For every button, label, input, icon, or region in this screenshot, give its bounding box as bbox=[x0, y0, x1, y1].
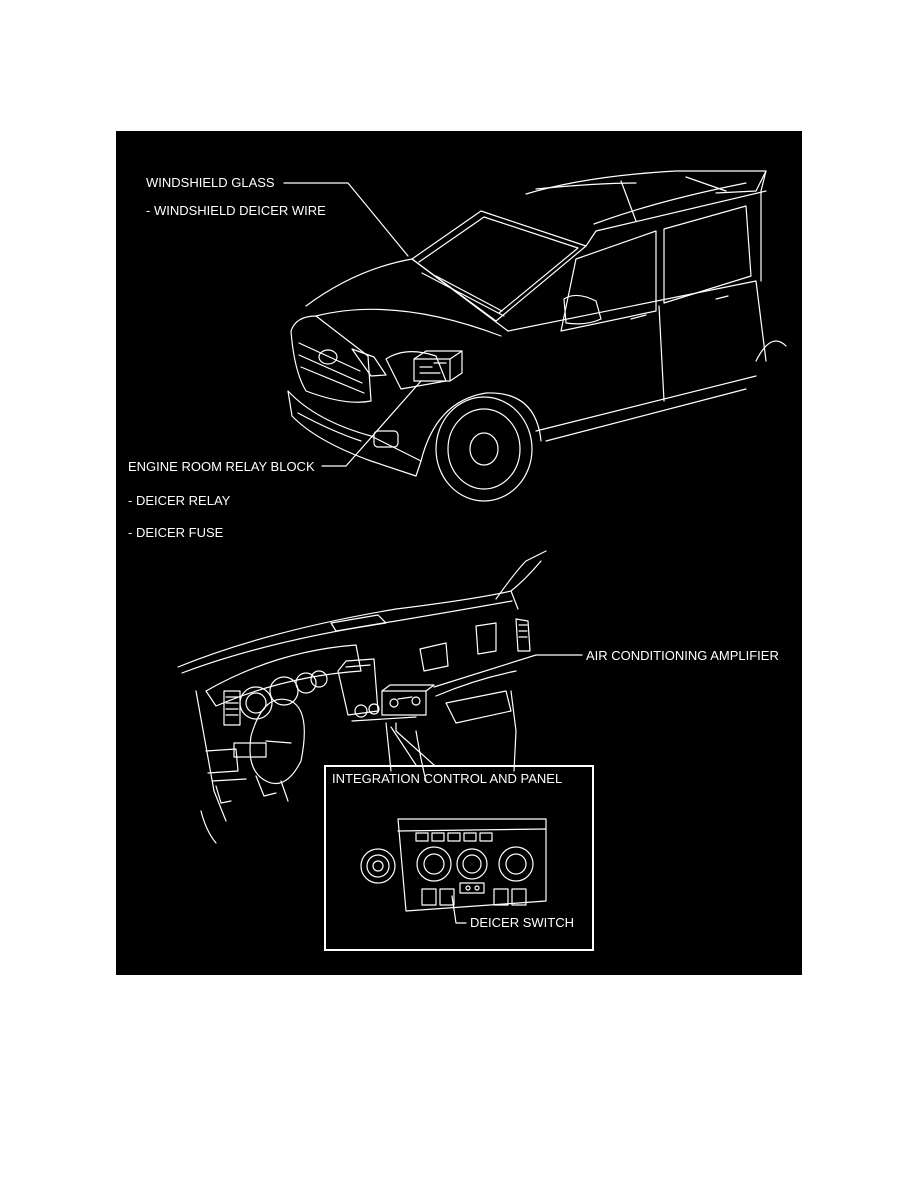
air-conditioning-amplifier-icon bbox=[381, 684, 435, 716]
integration-control-inset-frame bbox=[324, 765, 594, 951]
diagram-artwork bbox=[177, 170, 787, 924]
dashboard-illustration bbox=[177, 550, 547, 844]
component-location-diagram: WINDSHIELD GLASS - WINDSHIELD DEICER WIR… bbox=[116, 131, 802, 975]
leader-lines bbox=[283, 182, 583, 924]
label-air-conditioning-amplifier: AIR CONDITIONING AMPLIFIER bbox=[586, 648, 779, 663]
label-deicer-fuse: - DEICER FUSE bbox=[128, 525, 224, 540]
mode-dial-icon bbox=[456, 848, 488, 880]
vehicle-illustration bbox=[287, 170, 787, 502]
label-engine-room-relay-block: ENGINE ROOM RELAY BLOCK bbox=[128, 459, 315, 474]
temperature-dial-right-icon bbox=[498, 846, 534, 882]
label-integration-control-and-panel: INTEGRATION CONTROL AND PANEL bbox=[332, 771, 563, 786]
temperature-dial-left-icon bbox=[360, 848, 396, 884]
label-windshield-deicer-wire: - WINDSHIELD DEICER WIRE bbox=[146, 203, 326, 218]
label-deicer-relay: - DEICER RELAY bbox=[128, 493, 231, 508]
label-windshield-glass: WINDSHIELD GLASS bbox=[146, 175, 275, 190]
label-deicer-switch: DEICER SWITCH bbox=[470, 915, 574, 930]
integration-control-panel-illustration bbox=[360, 818, 547, 912]
deicer-switch-icon bbox=[459, 882, 485, 894]
engine-room-relay-block-icon bbox=[413, 350, 463, 382]
fan-dial-icon bbox=[416, 846, 452, 882]
